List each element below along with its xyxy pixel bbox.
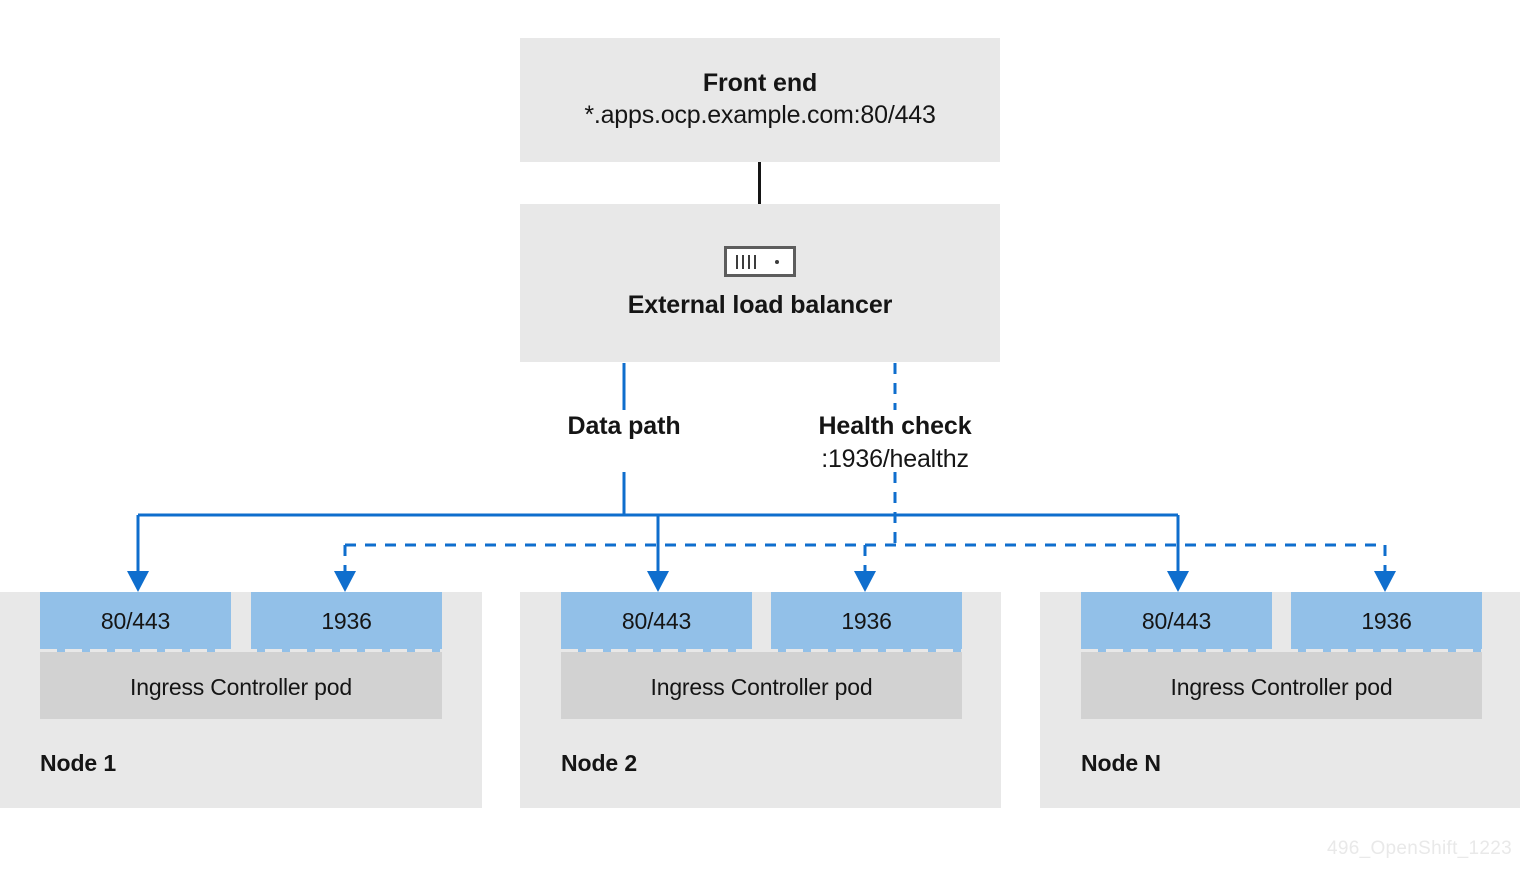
health-check-label-detail: :1936/healthz — [821, 445, 969, 474]
data-path-label-main: Data path — [567, 412, 681, 440]
port-label-node-2-health: 1936 — [841, 608, 892, 634]
arrowhead-health-node-2 — [854, 571, 876, 592]
load-balancer-icon — [724, 246, 796, 277]
node-label-n: Node N — [1081, 750, 1161, 776]
data-path-label: Data path — [474, 410, 774, 443]
port-label-node-1-health: 1936 — [321, 608, 372, 634]
node-label-1: Node 1 — [40, 750, 117, 776]
pod-label-node-1: Ingress Controller pod — [130, 674, 352, 700]
arrowhead-health-node-1 — [334, 571, 356, 592]
arrowhead-data-node-1 — [127, 571, 149, 592]
port-box-node-1-data — [40, 592, 231, 652]
node-label-2: Node 2 — [561, 750, 638, 776]
port-label-node-2-data: 80/443 — [621, 608, 692, 634]
port-label-node-n-data: 80/443 — [1141, 608, 1212, 634]
arrowhead-data-node-n — [1167, 571, 1189, 592]
external-load-balancer-box: External load balancer — [520, 204, 1000, 362]
port-box-node-2-health — [771, 592, 962, 652]
health-check-label: Health check :1936/healthz — [745, 410, 1045, 477]
pod-separator-node-n — [1081, 649, 1482, 653]
frontend-box: Front end *.apps.ocp.example.com:80/443 — [520, 38, 1000, 162]
port-box-node-n-data — [1081, 592, 1272, 652]
pod-label-node-n: Ingress Controller pod — [1170, 674, 1393, 700]
pod-box-node-n — [1081, 652, 1482, 719]
frontend-title: Front end — [702, 68, 818, 97]
port-label-node-1-data: 80/443 — [100, 608, 171, 634]
port-box-node-1-health — [251, 592, 442, 652]
watermark: 496_OpenShift_1223 — [1327, 838, 1512, 859]
frontend-to-loadbalancer-connector — [758, 162, 761, 204]
frontend-address: *.apps.ocp.example.com:80/443 — [584, 100, 936, 129]
port-box-node-n-health — [1291, 592, 1482, 652]
load-balancer-icon-dot — [775, 259, 779, 264]
arrowhead-health-node-n — [1374, 571, 1396, 592]
port-box-node-2-data — [561, 592, 752, 652]
pod-label-node-2: Ingress Controller pod — [650, 674, 873, 700]
port-label-node-n-health: 1936 — [1361, 608, 1412, 634]
pod-separator-node-1 — [40, 649, 442, 653]
pod-box-node-1 — [40, 652, 442, 719]
pod-separator-node-2 — [561, 649, 962, 653]
arrowhead-data-node-2 — [647, 571, 669, 592]
health-check-label-main: Health check — [818, 412, 972, 440]
load-balancer-icon-bars — [736, 254, 756, 269]
pod-box-node-2 — [561, 652, 962, 719]
external-load-balancer-title: External load balancer — [627, 291, 893, 319]
